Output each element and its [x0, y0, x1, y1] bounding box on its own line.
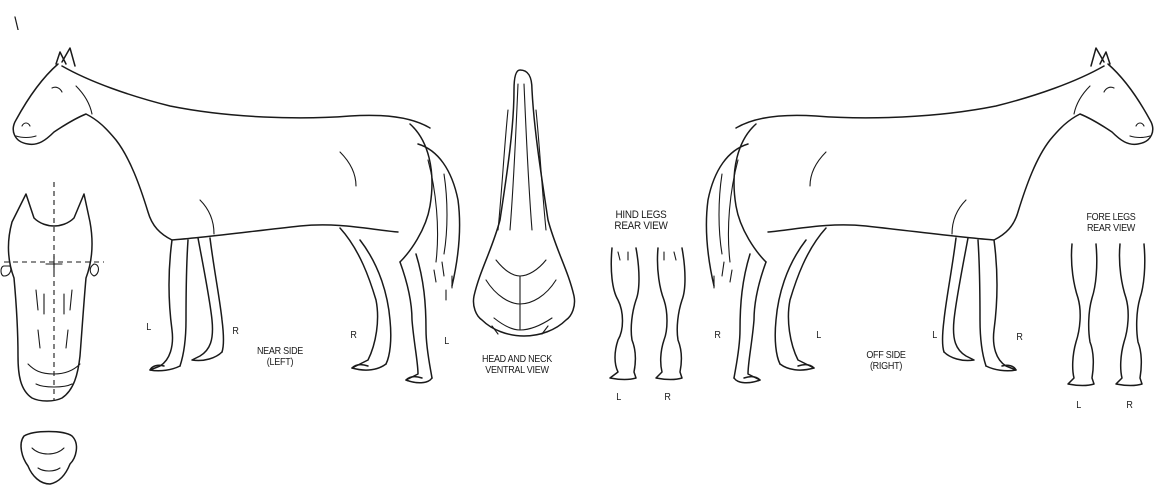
off-side-leg-label-1: R [714, 330, 720, 341]
fore-legs-right-label: R [1126, 400, 1132, 411]
off-side-leg-label-2: L [816, 330, 821, 341]
head-front-view-drawing [1, 182, 104, 401]
near-side-leg-label-1: L [146, 322, 151, 333]
off-side-title-text: OFF SIDE [854, 350, 919, 361]
head-neck-title: HEAD AND NECK VENTRAL VIEW [468, 354, 567, 376]
off-side-leg-label-4: R [1016, 332, 1022, 343]
fore-legs-left-label: L [1076, 400, 1081, 411]
near-side-leg-label-3: R [350, 330, 356, 341]
off-side-subtitle-text: (RIGHT) [854, 361, 919, 372]
corner-mark: \ [14, 14, 18, 34]
muzzle-view-drawing [21, 432, 76, 485]
head-neck-title-text: HEAD AND NECK [468, 354, 567, 365]
hind-legs-left-label: L [616, 392, 621, 403]
fore-legs-title: FORE LEGS REAR VIEW [1069, 212, 1154, 234]
off-side-title: OFF SIDE (RIGHT) [854, 350, 919, 372]
hind-legs-subtitle-text: REAR VIEW [602, 221, 679, 232]
hind-legs-rear-drawing [610, 248, 685, 380]
hind-legs-right-label: R [664, 392, 670, 403]
fore-legs-subtitle-text: REAR VIEW [1069, 223, 1154, 234]
hind-legs-title: HIND LEGS REAR VIEW [602, 210, 679, 232]
off-side-leg-label-3: L [932, 330, 937, 341]
near-side-title: NEAR SIDE (LEFT) [248, 346, 313, 368]
fore-legs-rear-drawing [1068, 244, 1145, 386]
head-neck-subtitle-text: VENTRAL VIEW [468, 365, 567, 376]
near-side-title-text: NEAR SIDE [248, 346, 313, 357]
fore-legs-title-text: FORE LEGS [1069, 212, 1154, 223]
near-side-leg-label-2: R [232, 326, 238, 337]
near-side-subtitle-text: (LEFT) [248, 357, 313, 368]
near-side-leg-label-4: L [444, 336, 449, 347]
head-neck-ventral-drawing [473, 70, 574, 336]
